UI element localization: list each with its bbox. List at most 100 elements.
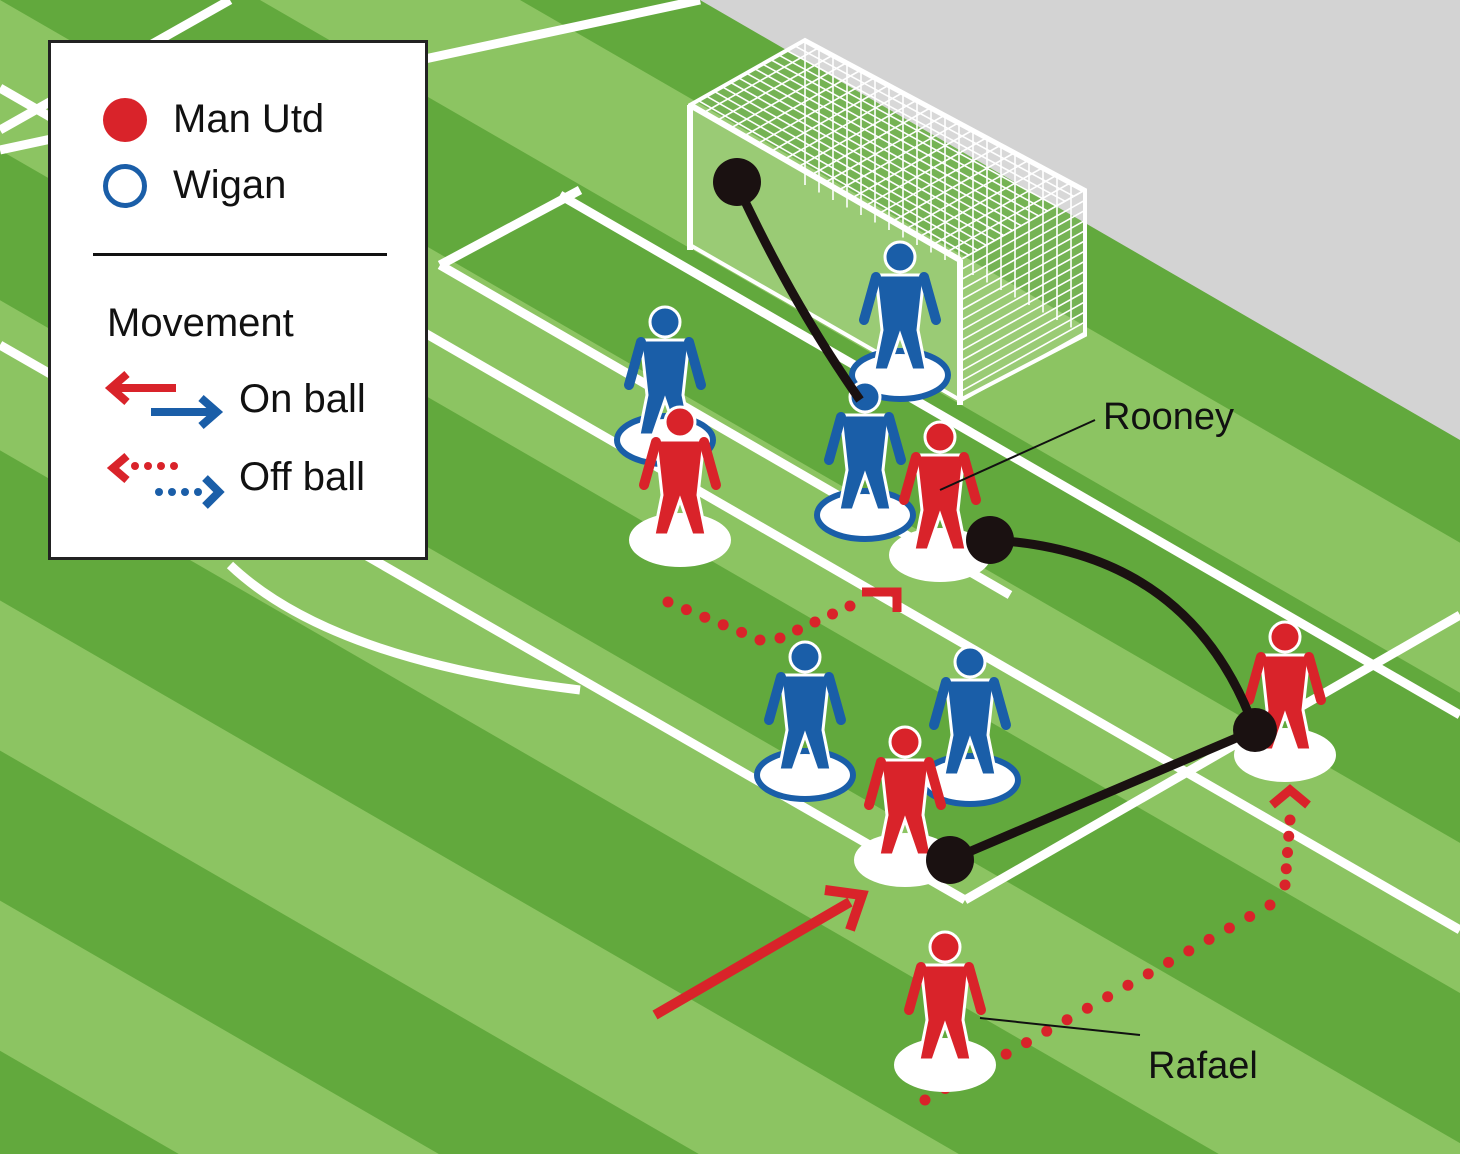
run-dot bbox=[1020, 1037, 1032, 1049]
run-dot bbox=[662, 596, 674, 608]
player-arms bbox=[639, 437, 721, 490]
run-dot bbox=[1203, 933, 1215, 945]
ball-cross bbox=[1233, 708, 1277, 752]
player-arms bbox=[864, 757, 946, 810]
red-dot-icon bbox=[103, 97, 147, 142]
run-dot bbox=[699, 611, 711, 623]
player-base bbox=[754, 748, 856, 802]
run-dot bbox=[1283, 830, 1295, 842]
legend-off-ball: Off ball bbox=[239, 455, 365, 499]
net-strand bbox=[754, 67, 1031, 222]
net-strand bbox=[932, 174, 1058, 246]
ball-start bbox=[926, 836, 974, 884]
player-body bbox=[917, 963, 973, 1062]
net-strand bbox=[786, 49, 1066, 202]
penalty-arc bbox=[226, 561, 581, 695]
player-arms bbox=[824, 412, 906, 465]
player-body bbox=[837, 413, 893, 512]
player-arms bbox=[764, 672, 846, 725]
net-strand bbox=[959, 250, 1086, 322]
goal-line-main bbox=[557, 191, 1460, 719]
run-dot bbox=[827, 608, 838, 620]
net-strand bbox=[959, 300, 1086, 373]
run-dot bbox=[1183, 945, 1195, 957]
player-arms bbox=[1244, 652, 1326, 705]
run-dot bbox=[1102, 991, 1114, 1003]
net-strand bbox=[959, 290, 1086, 363]
net-strand bbox=[959, 240, 1086, 312]
net-strand bbox=[959, 209, 1086, 281]
legend: Man Utd Wigan Movement On ball Off ball bbox=[48, 40, 428, 560]
run-dot bbox=[1061, 1014, 1073, 1026]
player-base bbox=[814, 488, 916, 542]
net-strand bbox=[689, 39, 806, 106]
net-strand bbox=[778, 54, 1057, 207]
blue-ring-icon bbox=[103, 163, 147, 208]
wigan-player bbox=[919, 645, 1021, 807]
net-strand bbox=[705, 95, 978, 251]
player-head bbox=[928, 930, 962, 964]
run-dot bbox=[1284, 814, 1296, 826]
net-strand bbox=[959, 189, 1086, 261]
player-body bbox=[877, 758, 933, 857]
net-strand bbox=[745, 72, 1022, 227]
player-head bbox=[883, 240, 917, 274]
player-head bbox=[788, 640, 822, 674]
ball-path bbox=[713, 158, 1277, 884]
net-strand bbox=[770, 58, 1048, 212]
net-strand bbox=[959, 270, 1086, 342]
player-body bbox=[652, 438, 708, 537]
player-arms bbox=[899, 452, 981, 505]
player-head bbox=[1268, 620, 1302, 654]
legend-man-utd: Man Utd bbox=[103, 97, 324, 142]
run-dot bbox=[1280, 863, 1292, 875]
player-arms bbox=[929, 677, 1011, 730]
run-dot bbox=[1244, 910, 1256, 922]
legend-divider bbox=[93, 253, 387, 256]
run-dot bbox=[754, 634, 766, 646]
man-utd-player bbox=[629, 405, 731, 567]
run-dot bbox=[1279, 879, 1291, 891]
man-utd-player-rafael bbox=[894, 930, 996, 1092]
player-body bbox=[777, 673, 833, 772]
six-yard-side-left bbox=[437, 186, 583, 269]
player-head bbox=[663, 405, 697, 439]
legend-on-ball: On ball bbox=[239, 377, 366, 421]
net-strand bbox=[959, 311, 1086, 383]
label-rafael: Rafael bbox=[1148, 1045, 1258, 1087]
run-dot bbox=[1223, 922, 1235, 934]
ball-rooney bbox=[966, 516, 1014, 564]
net-strand bbox=[802, 40, 1083, 193]
run-dot bbox=[1163, 956, 1175, 968]
run-dot bbox=[919, 1094, 931, 1106]
man-utd-player bbox=[854, 725, 956, 887]
run-dot bbox=[774, 632, 786, 644]
run-dot bbox=[1122, 979, 1134, 991]
rooney-leader bbox=[939, 419, 1096, 491]
run-dot bbox=[1142, 968, 1154, 980]
man-utd-player-rooney bbox=[889, 420, 991, 582]
net-strand bbox=[697, 99, 970, 256]
net-strand bbox=[946, 181, 1072, 253]
ball-shot-end bbox=[713, 158, 761, 206]
legend-wigan-label: Wigan bbox=[173, 163, 287, 207]
net-strand bbox=[737, 77, 1013, 232]
player-base bbox=[894, 1038, 996, 1092]
run-dot bbox=[1041, 1025, 1053, 1037]
off-ball-arrows-icon bbox=[106, 452, 225, 509]
net-strand bbox=[959, 280, 1086, 353]
player-arms bbox=[624, 337, 706, 390]
net-strand bbox=[959, 229, 1086, 302]
net-strand bbox=[721, 86, 996, 242]
player-head bbox=[953, 645, 987, 679]
player-head bbox=[648, 305, 682, 339]
net-strand bbox=[713, 90, 987, 246]
run-dot bbox=[717, 619, 729, 631]
net-strand bbox=[729, 81, 1005, 237]
goal bbox=[687, 37, 1087, 405]
player-head bbox=[888, 725, 922, 759]
rafael-leader bbox=[979, 1017, 1141, 1036]
run-dot bbox=[1264, 899, 1276, 911]
wigan-player bbox=[754, 640, 856, 802]
legend-man-utd-label: Man Utd bbox=[173, 97, 325, 141]
